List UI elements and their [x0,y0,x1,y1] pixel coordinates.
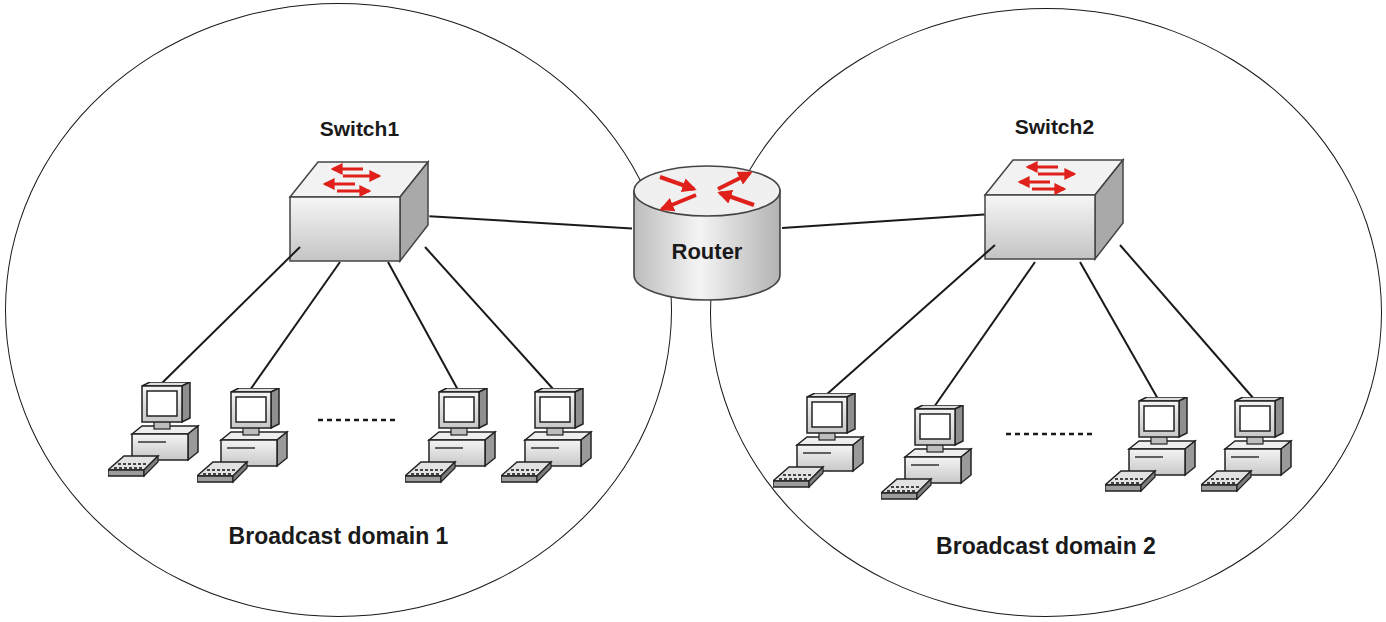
ellipsis-dots [318,420,1096,434]
router-node: Router [632,163,782,303]
broadcast-domain: Broadcast domain 1 Switch1 [5,3,672,617]
pc-icon [405,388,495,482]
switch-label: Switch2 [944,115,1164,139]
switch-node: Switch2 [984,157,1124,262]
switch-icon [289,159,429,264]
network-link [429,216,632,228]
pc-icon [773,393,863,487]
pc-icon [1105,397,1195,491]
pc-icons [108,382,1291,499]
broadcast-domain: Broadcast domain 2 Switch2 [710,8,1382,617]
router-label: Router [632,239,782,264]
pc-icon [1201,397,1291,491]
switch-label: Switch1 [249,117,469,141]
router-icon [632,163,782,303]
domain-label: Broadcast domain 1 [6,523,671,549]
pc-icon [108,382,198,476]
pc-icon [501,388,591,482]
switch-node: Switch1 [289,159,429,264]
pc-icon [881,405,971,499]
network-link [782,215,984,228]
pc-icon [197,388,287,482]
switch-icon [984,157,1124,262]
domain-label: Broadcast domain 2 [711,533,1381,559]
